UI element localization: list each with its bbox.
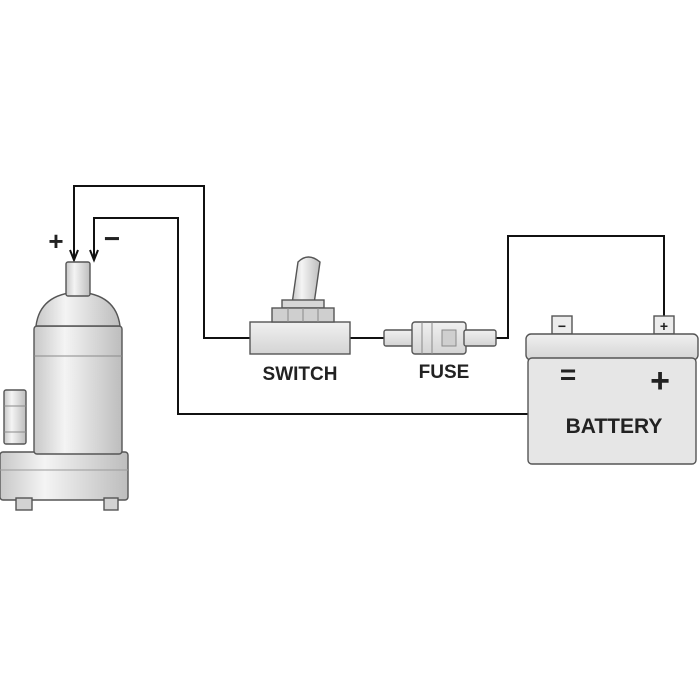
bilge-pump (0, 261, 129, 511)
switch-nut (281, 299, 325, 309)
pump-dome (35, 291, 121, 327)
pump-outlet (3, 389, 27, 445)
battery-lid (525, 333, 699, 361)
pump-base (0, 451, 129, 501)
battery-label: BATTERY (566, 415, 663, 438)
arrow-head-positive (69, 249, 79, 263)
fuse-right-cap (463, 329, 497, 347)
battery-terminal-negative-label: − (558, 318, 566, 334)
battery-face-negative-label: = (560, 359, 576, 390)
wires (69, 185, 665, 415)
fuse-body (411, 321, 467, 355)
arrow-head-negative (89, 249, 99, 263)
battery-face-positive-label: + (650, 362, 670, 400)
fuse-label: FUSE (419, 362, 470, 383)
battery (525, 315, 699, 465)
switch-lever (291, 256, 321, 305)
switch-label: SWITCH (263, 364, 338, 385)
pump-foot-right (103, 497, 119, 511)
battery-terminal-positive-label: + (660, 318, 668, 334)
inline-fuse (383, 321, 497, 355)
pump-cable-post (65, 261, 91, 297)
wire-pump-negative-to-battery (93, 217, 528, 415)
battery-case (527, 357, 697, 465)
wire-fuse-to-battery-positive (496, 235, 665, 339)
pump-negative-label: − (104, 223, 120, 254)
fuse-left-cap (383, 329, 415, 347)
wire-pump-positive-to-switch (73, 185, 250, 339)
pump-body (33, 325, 123, 455)
pump-positive-label: + (48, 226, 63, 256)
switch-housing (249, 321, 351, 355)
pump-foot-left (15, 497, 33, 511)
toggle-switch (249, 256, 351, 355)
